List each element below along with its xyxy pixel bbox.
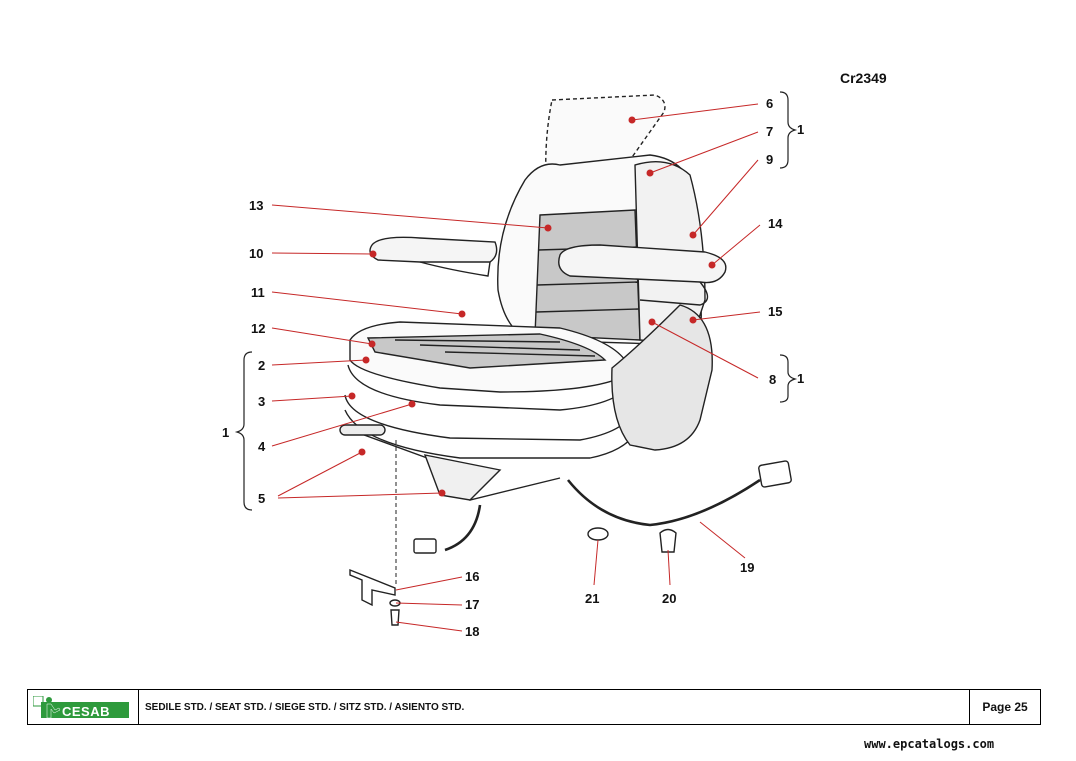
logo-text: CESAB [62, 704, 111, 719]
callout-7: 7 [766, 124, 773, 139]
group-braces [234, 91, 798, 511]
callout-14: 14 [768, 216, 783, 231]
seat-illustration [339, 94, 792, 626]
callout-5: 5 [258, 491, 265, 506]
callout-dots [348, 116, 716, 497]
armrest-right [558, 244, 727, 284]
callout-4: 4 [258, 439, 266, 454]
seat-frame [344, 394, 636, 441]
callout-15: 15 [768, 304, 782, 319]
page-number: Page 25 [982, 700, 1028, 714]
switch-cable [444, 504, 482, 552]
bolt [390, 609, 400, 626]
drawing-code: Cr2349 [840, 70, 887, 86]
title-block: CESAB SEDILE STD. / SEAT STD. / SIEGE ST… [27, 689, 1041, 725]
callout-19: 19 [740, 560, 754, 575]
callout-12: 12 [251, 321, 265, 336]
brace-headrest-group [779, 91, 798, 169]
logo-cell: CESAB [28, 690, 139, 724]
callout-9: 9 [766, 152, 773, 167]
callout-10: 10 [249, 246, 263, 261]
side-cover [611, 304, 713, 451]
callout-11: 11 [251, 285, 265, 300]
brace-lower-group [234, 351, 253, 511]
watermark-url[interactable]: www.epcatalogs.com [864, 737, 995, 751]
cesab-logo [33, 696, 129, 718]
callout-17: 17 [465, 597, 479, 612]
callout-8: 8 [769, 372, 776, 387]
callout-1a: 1 [797, 122, 804, 137]
person-icon [46, 697, 52, 703]
callout-18: 18 [465, 624, 479, 639]
callout-1c: 1 [797, 371, 804, 386]
callout-16: 16 [465, 569, 479, 584]
callout-21: 21 [585, 591, 599, 606]
callout-6: 6 [766, 96, 773, 111]
brace-bracket-group [779, 354, 798, 403]
grommet [587, 527, 609, 541]
callout-3: 3 [258, 394, 265, 409]
seat-exploded-diagram: 1 1 1 2 3 4 5 6 7 8 9 10 11 12 13 14 15 … [222, 91, 804, 639]
callout-20: 20 [662, 591, 676, 606]
callout-labels: 1 1 1 2 3 4 5 6 7 8 9 10 11 12 13 14 15 … [222, 96, 804, 639]
bracket [349, 568, 396, 607]
leader-lines [271, 103, 761, 632]
callout-2: 2 [258, 358, 265, 373]
connector [659, 528, 677, 553]
sheet-title: SEDILE STD. / SEAT STD. / SIEGE STD. / S… [139, 690, 970, 724]
callout-13: 13 [249, 198, 263, 213]
harness-cable [566, 478, 761, 527]
armrest-left [369, 236, 498, 263]
callout-1b: 1 [222, 425, 229, 440]
